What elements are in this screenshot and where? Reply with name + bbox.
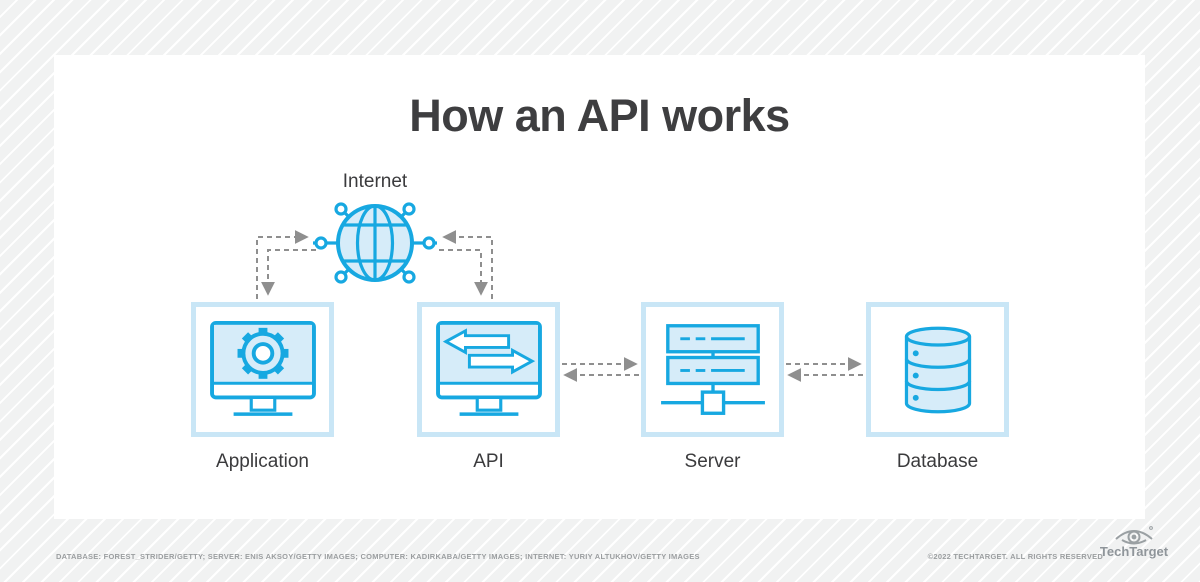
monitor-gear-icon bbox=[209, 320, 316, 416]
image-credits: DATABASE: FOREST_STRIDER/GETTY; SERVER: … bbox=[56, 552, 700, 561]
monitor-arrows-icon bbox=[435, 320, 542, 416]
techtarget-eye-icon bbox=[1115, 526, 1153, 545]
node-application: Application bbox=[191, 302, 334, 473]
techtarget-logo: TechTarget bbox=[1099, 524, 1169, 559]
node-api: API bbox=[417, 302, 560, 473]
page-title: How an API works bbox=[409, 90, 790, 141]
node-server: Server bbox=[641, 302, 784, 473]
database-cylinder-icon bbox=[904, 326, 971, 413]
api-box bbox=[417, 302, 560, 437]
database-box bbox=[866, 302, 1009, 437]
application-box bbox=[191, 302, 334, 437]
database-label: Database bbox=[896, 451, 979, 472]
server-label: Server bbox=[684, 451, 741, 472]
application-label: Application bbox=[216, 451, 309, 472]
internet-globe-icon bbox=[313, 202, 437, 284]
internet-label: Internet bbox=[342, 171, 408, 192]
content-card bbox=[54, 55, 1145, 519]
api-label: API bbox=[473, 451, 504, 472]
copyright-notice: ©2022 TECHTARGET. ALL RIGHTS RESERVED bbox=[927, 552, 1103, 561]
server-rack-icon bbox=[660, 323, 765, 415]
node-database: Database bbox=[866, 302, 1009, 473]
server-box bbox=[641, 302, 784, 437]
techtarget-wordmark: TechTarget bbox=[1099, 544, 1169, 559]
